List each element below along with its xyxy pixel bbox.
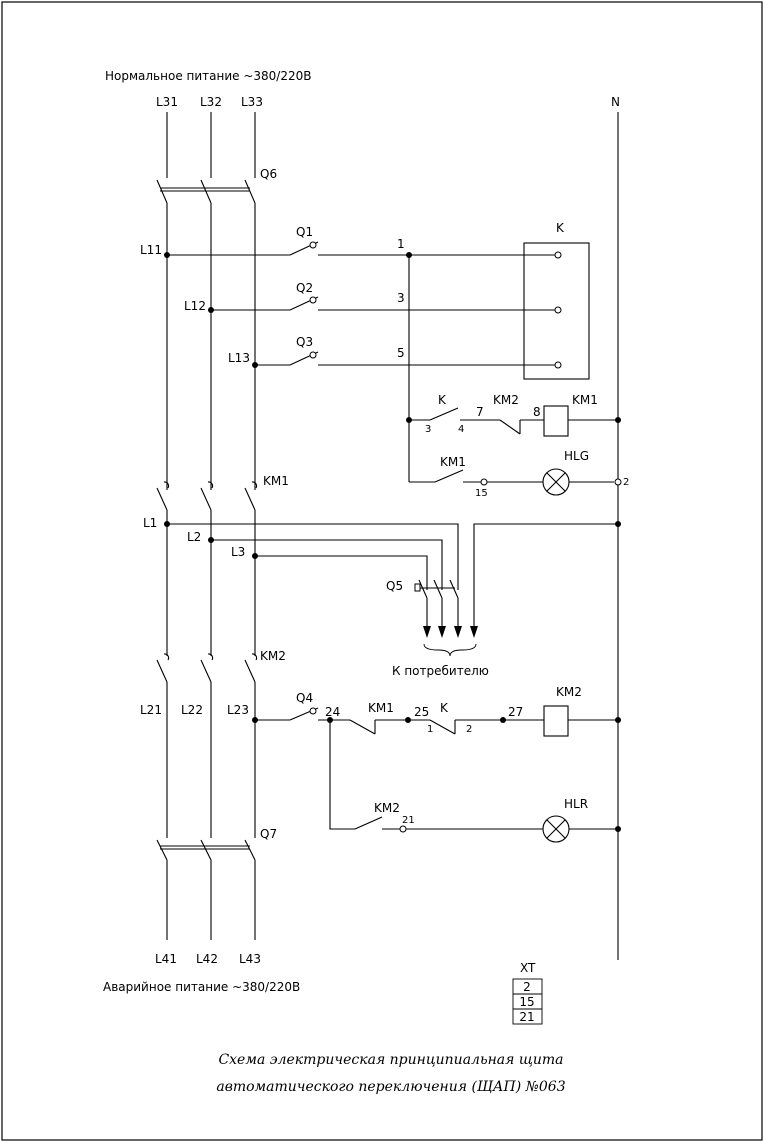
- line-label-l23: L23: [227, 703, 249, 717]
- line-label-l21: L21: [140, 703, 162, 717]
- node-label-3: 3: [397, 291, 405, 305]
- line-label-l12: L12: [184, 299, 206, 313]
- line-label-l2: L2: [187, 530, 201, 544]
- hlr-circuit: [329, 720, 618, 833]
- caption-line-1: Схема электрическая принципиальная щита: [218, 1052, 563, 1068]
- device-label-hlr: HLR: [564, 797, 588, 811]
- node-label-8: 8: [533, 405, 541, 419]
- contactor-km2: [156, 653, 258, 683]
- node-label-25: 25: [414, 705, 429, 719]
- line-label-l3: L3: [231, 545, 245, 559]
- breaker-q6: [156, 179, 256, 204]
- emergency-supply-title: Аварийное питание ~380/220В: [103, 980, 300, 994]
- line-label-l1: L1: [143, 516, 157, 530]
- node-label-1: 1: [397, 237, 405, 251]
- device-label-km2-coil: KM2: [556, 685, 582, 699]
- node-label-4: 4: [458, 424, 464, 435]
- bus-label-l33: L33: [241, 95, 263, 109]
- lamp-hlg-icon: [542, 468, 570, 496]
- bus-label-l42: L42: [196, 952, 218, 966]
- contact-label-km2-top: KM2: [493, 393, 519, 407]
- caption-line-2: автоматического переключения (ЩАП) №063: [216, 1079, 565, 1095]
- contact-label-k-low: K: [440, 701, 449, 715]
- xt-title: XT: [520, 961, 536, 975]
- contactor-km1: [156, 481, 258, 511]
- device-label-q7: Q7: [260, 827, 277, 841]
- terminal-block-xt: XT 2 15 21: [512, 961, 543, 1025]
- switch-q5: [414, 579, 459, 626]
- node-label-5: 5: [397, 346, 405, 360]
- node-label-24: 24: [325, 705, 340, 719]
- hlg-circuit: [409, 469, 614, 486]
- device-label-km2: KM2: [260, 649, 286, 663]
- lamp-hlr-icon: [542, 815, 570, 843]
- device-label-q1: Q1: [296, 225, 313, 239]
- to-consumer-label: К потребителю: [392, 664, 489, 678]
- node-label-3b: 3: [425, 424, 431, 435]
- node-label-15: 15: [475, 488, 488, 499]
- bus-label-l32: L32: [200, 95, 222, 109]
- bus-label-l41: L41: [155, 952, 177, 966]
- device-label-hlg: HLG: [564, 449, 589, 463]
- bus-label-l43: L43: [239, 952, 261, 966]
- device-label-q3: Q3: [296, 335, 313, 349]
- relay-k-block: [523, 242, 590, 380]
- switch-q3: [289, 351, 555, 366]
- contact-label-km2-hlr: KM2: [374, 801, 400, 815]
- device-label-km1-coil: KM1: [572, 393, 598, 407]
- line-label-l11: L11: [140, 243, 162, 257]
- node-label-21: 21: [402, 815, 415, 826]
- km1-coil-circuit: [409, 405, 618, 437]
- node-label-2b: 2: [466, 724, 472, 735]
- node-label-7: 7: [476, 405, 484, 419]
- node-label-2: 2: [623, 477, 629, 488]
- switch-q1: [289, 241, 555, 256]
- km2-coil-circuit: [255, 705, 618, 737]
- switch-q2: [289, 296, 555, 311]
- contact-label-km1-hlg: KM1: [440, 455, 466, 469]
- device-label-km1: KM1: [263, 474, 289, 488]
- xt-row: 15: [519, 995, 534, 1009]
- device-label-q2: Q2: [296, 281, 313, 295]
- bus-label-l31: L31: [156, 95, 178, 109]
- node-label-27: 27: [508, 705, 523, 719]
- device-label-k: K: [556, 221, 565, 235]
- node-label-1b: 1: [427, 724, 433, 735]
- contact-label-km1-low: KM1: [368, 701, 394, 715]
- device-label-q5: Q5: [386, 579, 403, 593]
- breaker-q7: [156, 839, 256, 861]
- xt-row: 21: [519, 1010, 534, 1024]
- consumer-arrows-icon: [423, 626, 478, 657]
- bus-label-n: N: [611, 95, 620, 109]
- line-label-l13: L13: [228, 351, 250, 365]
- device-label-q4: Q4: [296, 691, 313, 705]
- contact-label-k: K: [438, 393, 447, 407]
- normal-supply-title: Нормальное питание ~380/220В: [105, 69, 311, 83]
- line-label-l22: L22: [181, 703, 203, 717]
- device-label-q6: Q6: [260, 167, 277, 181]
- xt-row: 2: [523, 980, 531, 994]
